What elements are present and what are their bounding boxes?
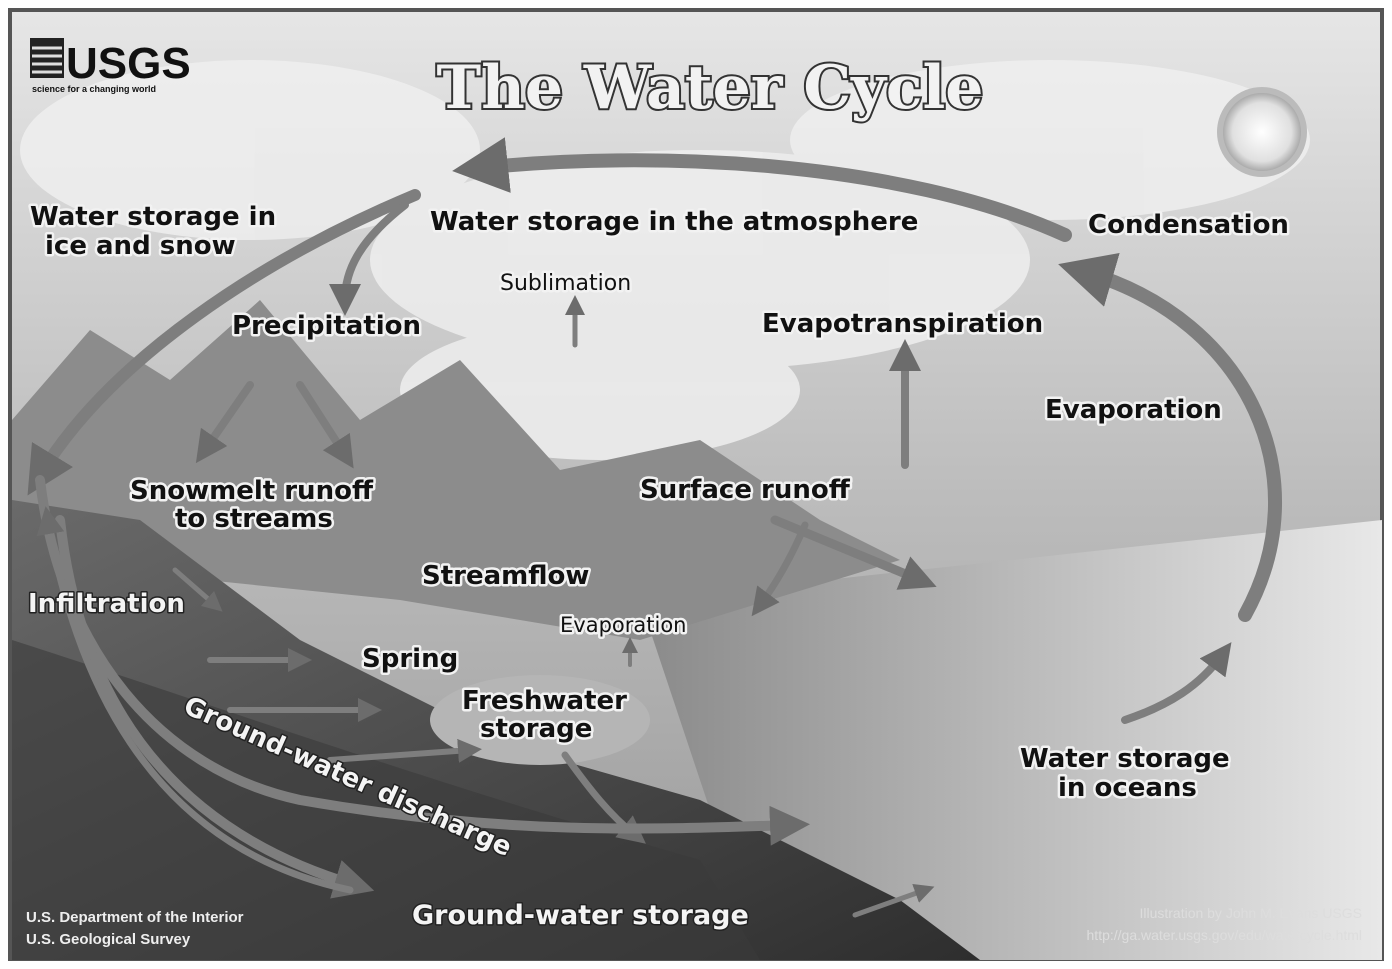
arrow-precip-runoff xyxy=(296,381,354,469)
label-oceans-line1: Water storage xyxy=(1020,744,1230,774)
arrow-to-freshwater xyxy=(327,738,482,763)
label-freshwater-line1: Freshwater xyxy=(462,686,627,716)
label-evapotranspiration: Evapotranspiration xyxy=(762,309,1043,339)
arrow-ocean-evaporation xyxy=(1121,642,1232,724)
arrow-precipitation xyxy=(329,201,409,316)
arrow-to-ocean-ground xyxy=(852,883,935,918)
label-groundwater-storage: Ground-water storage xyxy=(412,900,749,931)
label-freshwater-line2: storage xyxy=(480,714,592,744)
arrow-infiltration xyxy=(172,567,223,612)
arrow-evaporation xyxy=(1058,252,1282,622)
label-oceans-line2: in oceans xyxy=(1058,773,1197,803)
footer-credit-line1: Illustration by John M. Evans USGS xyxy=(1139,905,1362,921)
cycle-arrows xyxy=(27,137,1282,918)
label-snowmelt-line1: Snowmelt runoff xyxy=(130,476,374,506)
label-evaporation-small: Evaporation xyxy=(560,613,686,637)
ocean xyxy=(640,520,1382,960)
label-ice-snow-line1: Water storage in xyxy=(30,202,276,232)
footer: U.S. Department of the Interior U.S. Geo… xyxy=(26,905,1362,948)
footer-credit-line2: http://ga.water.usgs.gov/edu/watercycle.… xyxy=(1087,927,1362,943)
arrow-groundwater-up xyxy=(36,506,354,894)
arrow-to-ice-snow xyxy=(27,189,421,496)
label-surface-runoff: Surface runoff xyxy=(640,475,851,505)
label-evaporation: Evaporation xyxy=(1045,395,1222,425)
label-streamflow: Streamflow xyxy=(422,561,589,591)
arrow-to-atmosphere xyxy=(452,137,1072,242)
sun-icon xyxy=(1217,87,1307,177)
label-precipitation: Precipitation xyxy=(232,311,421,341)
mountains xyxy=(12,300,900,640)
usgs-tagline: science for a changing world xyxy=(32,84,156,94)
footer-dept-line2: U.S. Geological Survey xyxy=(26,931,191,948)
arrow-groundwater-storage xyxy=(55,515,375,899)
footer-dept-line1: U.S. Department of the Interior xyxy=(26,909,244,926)
diagram-title: The Water Cycle xyxy=(437,53,984,123)
arrow-runoff-stream xyxy=(751,521,809,617)
usgs-logo-text: USGS xyxy=(66,39,191,88)
freshwater-lake xyxy=(430,675,650,765)
ground-layer xyxy=(12,640,760,960)
label-sublimation: Sublimation xyxy=(500,271,631,296)
label-spring: Spring xyxy=(362,644,458,674)
label-infiltration: Infiltration xyxy=(28,589,185,619)
label-atmosphere: Water storage in the atmosphere xyxy=(430,207,918,237)
label-ice-snow-line2: ice and snow xyxy=(45,231,236,261)
label-snowmelt-line2: to streams xyxy=(175,504,333,534)
label-condensation: Condensation xyxy=(1088,210,1289,240)
usgs-logo: USGS science for a changing world xyxy=(30,38,191,94)
arrow-precip-snowmelt xyxy=(195,381,254,464)
